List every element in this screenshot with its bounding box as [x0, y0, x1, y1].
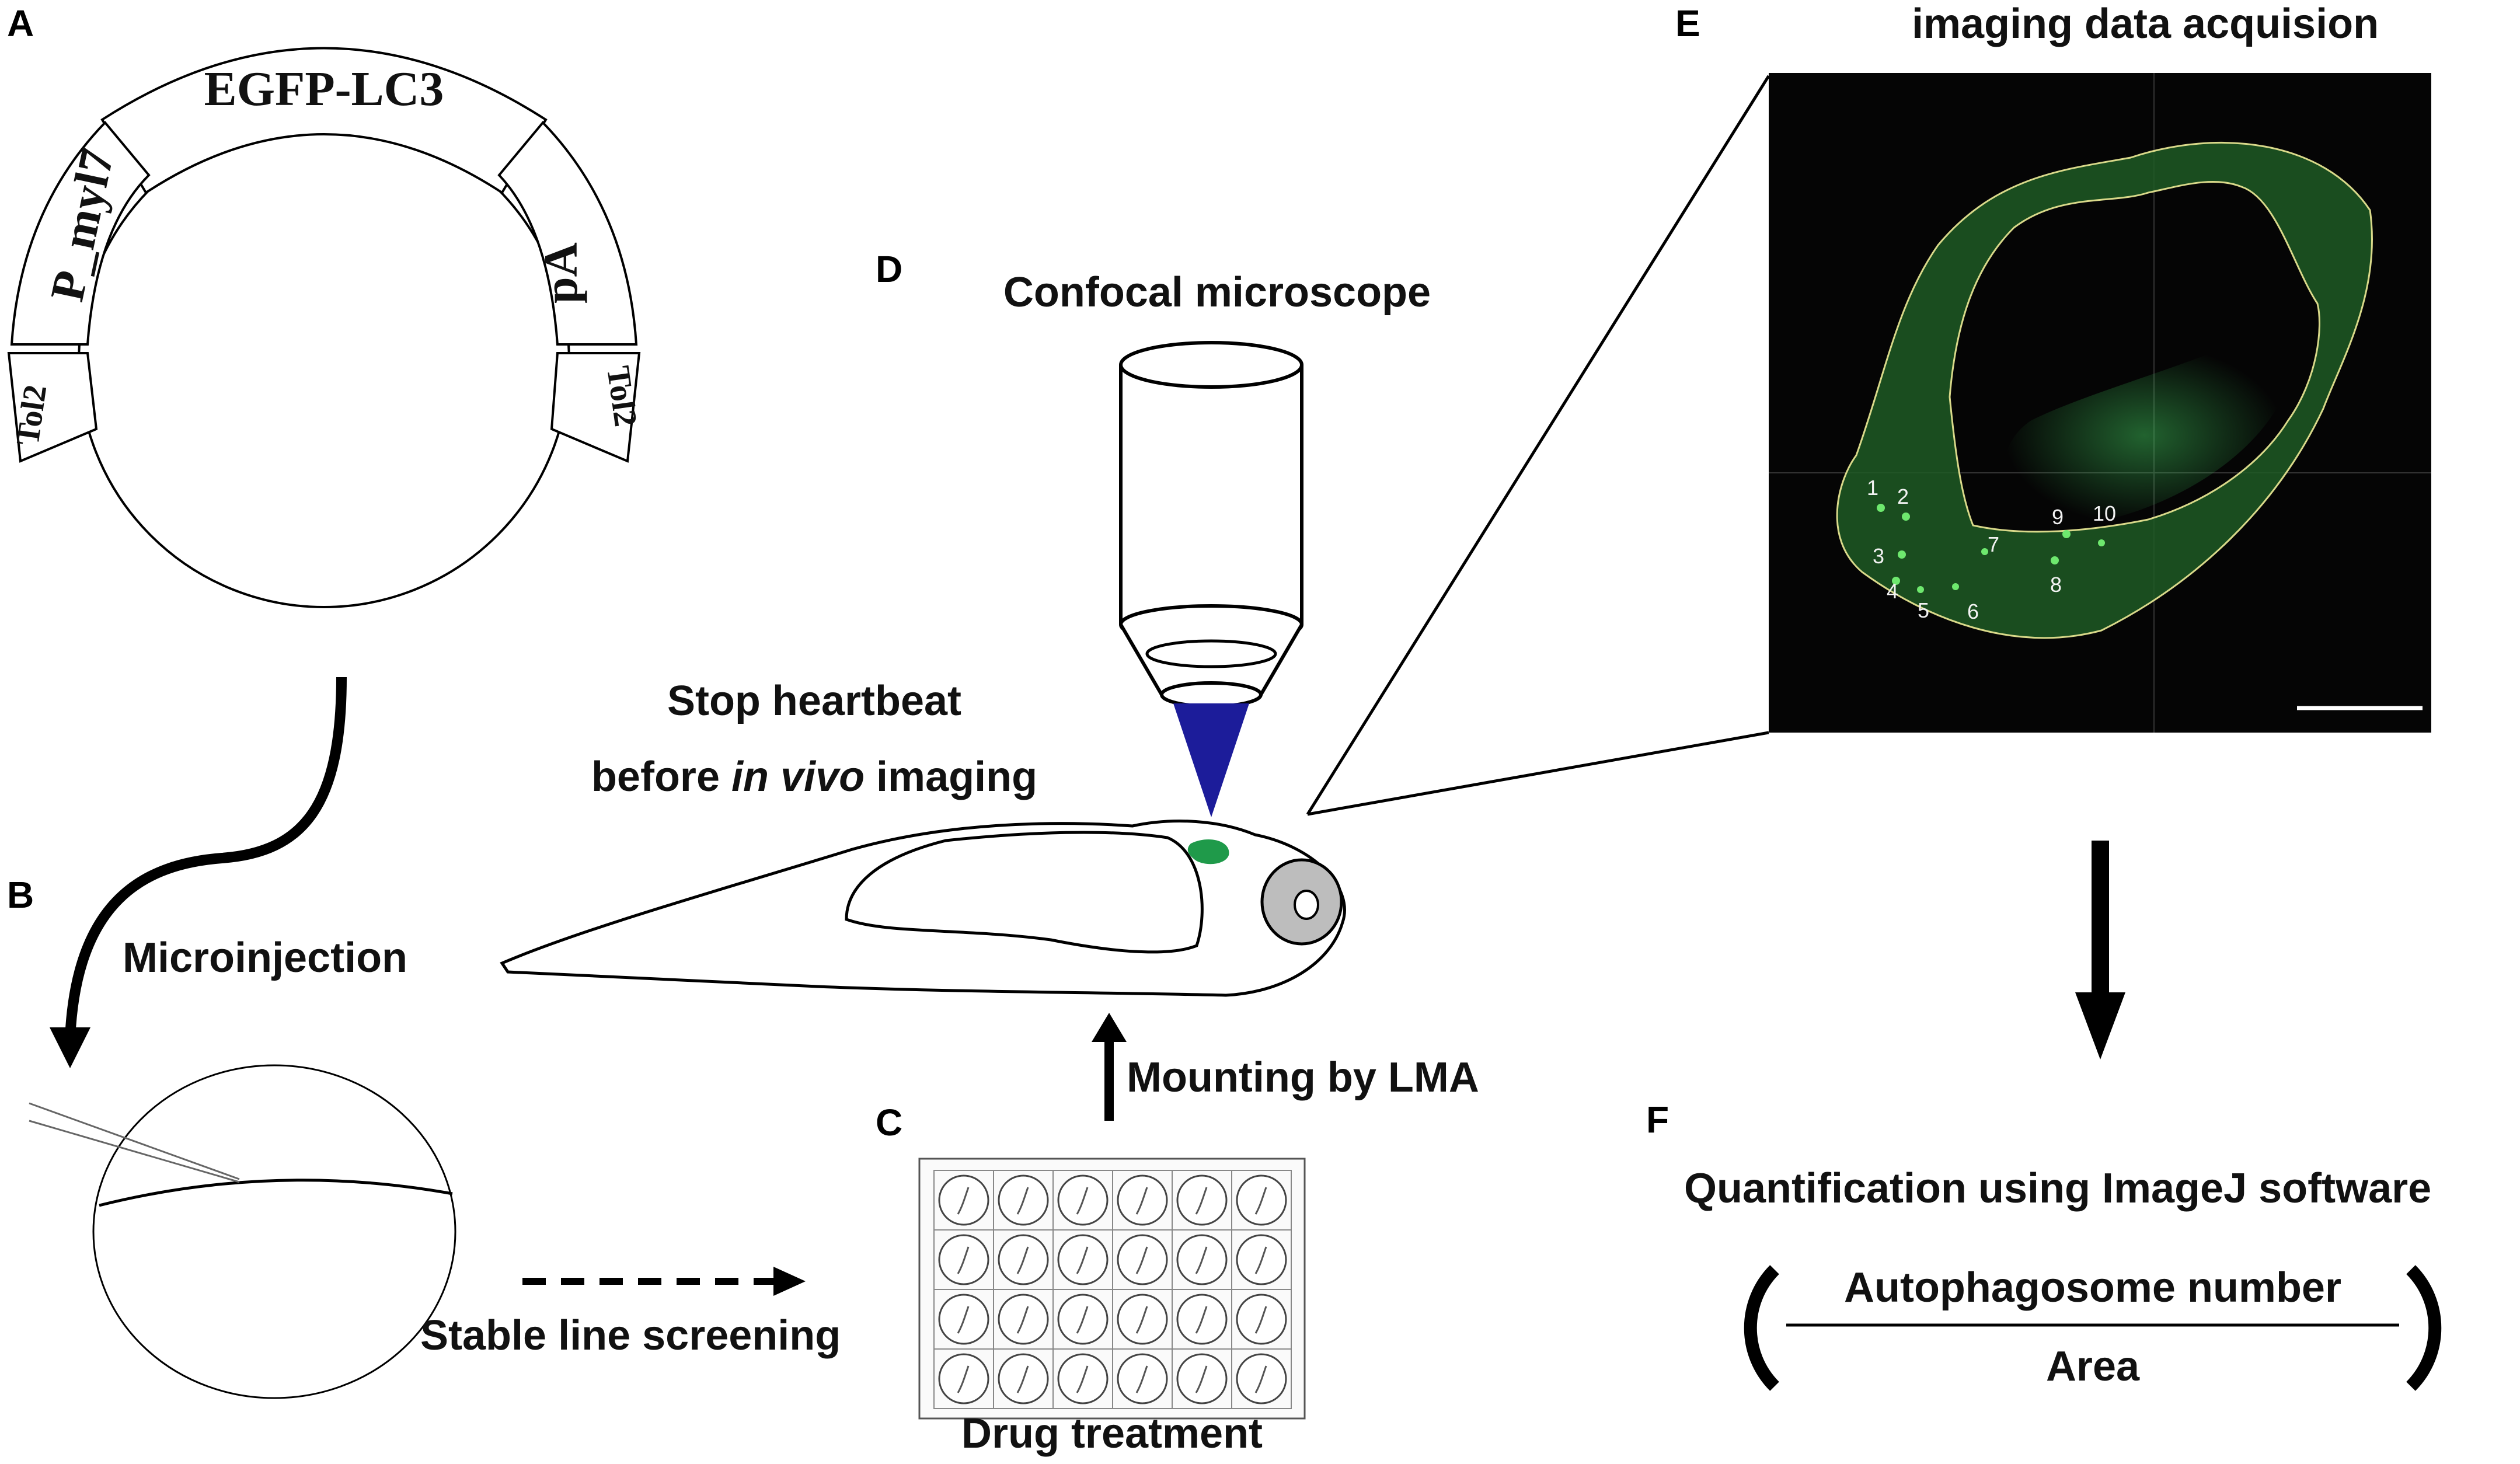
fish-pupil: [1294, 890, 1319, 920]
label-mounting: Mounting by LMA: [1127, 1054, 1479, 1101]
plate-well-larva: [1135, 1246, 1148, 1274]
panel-label-f: F: [1646, 1099, 1669, 1141]
formula-numerator: Autophagosome number: [1844, 1264, 2341, 1311]
panel-label-b: B: [7, 874, 34, 916]
plate-well-larva: [1195, 1365, 1208, 1393]
plate-well-larva: [957, 1306, 970, 1334]
embryo-injection: [29, 1064, 456, 1399]
confocal-micrograph: 1 2 3 4 5 6 7 8 9 10: [1769, 73, 2431, 733]
plate-well-larva: [957, 1365, 970, 1393]
plasmid-backbone: [78, 116, 570, 608]
punctum-label-5: 5: [1918, 598, 1929, 622]
injection-needle-lower: [29, 1120, 240, 1183]
plate-well-larva: [1254, 1187, 1267, 1215]
panel-label-a: A: [7, 2, 34, 44]
punctum-label-1: 1: [1867, 476, 1878, 500]
fish-yolk-sac: [845, 831, 1204, 954]
plate-well-larva: [1135, 1306, 1148, 1334]
label-stable-line: Stable line screening: [420, 1312, 841, 1359]
insert-label: EGFP-LC3: [204, 62, 444, 116]
tol2-right-segment: [550, 352, 641, 463]
plate-well-larva: [957, 1246, 970, 1274]
inner-outline: [1949, 180, 2320, 533]
label-quantification: Quantification using ImageJ software: [1684, 1165, 2431, 1212]
zebrafish-larva: [500, 820, 1346, 997]
plate-well-larva: [1135, 1365, 1148, 1393]
punctum-label-7: 7: [1988, 532, 1999, 556]
punctum-label-9: 9: [2052, 505, 2064, 529]
plate-well-larva: [1076, 1187, 1089, 1215]
plate-well-larva: [1195, 1306, 1208, 1334]
plate-well-larva: [1135, 1187, 1148, 1215]
plate-well-larva: [1195, 1187, 1208, 1215]
plate-well-larva: [1016, 1365, 1029, 1393]
zoom-line-upper: [1306, 75, 1770, 815]
plate-well-larva: [1254, 1306, 1267, 1334]
arrow-a-to-b-head: [50, 1027, 90, 1068]
panel-label-c: C: [876, 1102, 902, 1144]
plate-well-larva: [1254, 1365, 1267, 1393]
formula-denominator: Area: [2046, 1343, 2140, 1390]
label-confocal: Confocal microscope: [1003, 269, 1431, 316]
fish-heart: [1187, 839, 1229, 865]
panel-label-e: E: [1675, 2, 1700, 44]
tol2-left-label: Tol2: [9, 382, 54, 447]
formula-left-paren: [1744, 1265, 1780, 1391]
arrow-e-to-f-head: [2075, 992, 2125, 1059]
punctum-label-2: 2: [1897, 484, 1909, 508]
label-drug-treatment: Drug treatment: [961, 1410, 1263, 1457]
autophagosome-puncta: [1877, 504, 2105, 593]
plate-well-larva: [1016, 1306, 1029, 1334]
label-microinjection: Microinjection: [123, 935, 407, 981]
plate-well-larva: [1016, 1246, 1029, 1274]
quantification-formula: Autophagosome number Area: [1744, 1264, 2442, 1391]
arrow-c-to-fish-head: [1092, 1013, 1127, 1042]
injection-needle-upper: [29, 1102, 240, 1180]
arrow-a-to-b: [65, 677, 347, 1040]
formula-right-paren: [2406, 1265, 2442, 1391]
plate-well-larva: [1254, 1246, 1267, 1274]
plate-well-larva: [1076, 1306, 1089, 1334]
punctum-label-6: 6: [1967, 599, 1979, 623]
plate-well-larva: [1016, 1187, 1029, 1215]
punctum-label-3: 3: [1873, 544, 1884, 568]
panel-label-d: D: [876, 248, 902, 290]
polya-segment: [497, 121, 638, 346]
plate-well-larva: [1076, 1246, 1089, 1274]
insert-segment: [100, 47, 548, 194]
plate-well-larva: [1076, 1365, 1089, 1393]
embryo-cell-boundary: [99, 1179, 453, 1207]
outer-outline: [1836, 141, 2373, 639]
confocal-objective: [1119, 341, 1303, 817]
label-before-imaging: before in vivo imaging: [591, 754, 1037, 800]
plate-well-larva: [1195, 1246, 1208, 1274]
zoom-line-lower: [1307, 731, 1769, 816]
plate-well-larva: [957, 1187, 970, 1215]
promoter-segment: [10, 121, 151, 346]
punctum-label-4: 4: [1887, 579, 1898, 603]
polya-label: pA: [534, 242, 587, 304]
tol2-left-segment: [7, 352, 98, 463]
well-plate: [918, 1158, 1306, 1420]
label-stop-heartbeat: Stop heartbeat: [667, 678, 961, 724]
punctum-label-10: 10: [2093, 501, 2116, 525]
plate-well-cell: [1231, 1348, 1292, 1409]
plasmid-map: EGFP-LC3 P_myl7 pA Tol2 Tol2: [7, 47, 644, 608]
arrow-b-to-c-head: [773, 1267, 806, 1296]
tol2-right-label: Tol2: [599, 364, 644, 428]
punctum-label-8: 8: [2050, 573, 2062, 597]
objective-light-cone: [1173, 703, 1249, 817]
embryo-yolk: [92, 1064, 456, 1399]
label-imaging-data: imaging data acquision: [1912, 1, 2379, 47]
